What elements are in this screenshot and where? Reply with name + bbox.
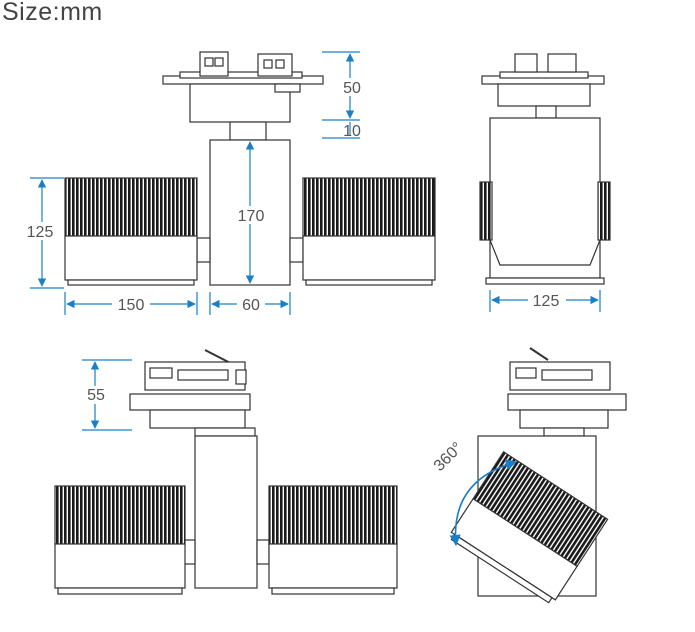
dim-lamp-width: 150 bbox=[118, 297, 145, 314]
size-unit-title: Size:mm bbox=[2, 0, 103, 26]
rotation-angle: 360° bbox=[431, 439, 466, 474]
track-adapter bbox=[162, 51, 324, 141]
rotation-adapter bbox=[507, 347, 627, 437]
dim-body-height: 170 bbox=[238, 208, 265, 225]
side-track-adapter bbox=[481, 53, 605, 119]
rotation-arrow bbox=[449, 459, 518, 547]
dim-adapter-height: 10 bbox=[343, 123, 361, 140]
dim-adapter-depth: 55 bbox=[87, 387, 105, 404]
side-view bbox=[479, 53, 611, 285]
side-body bbox=[489, 117, 601, 279]
front-dimension-labels: 50 10 125 170 150 60 bbox=[22, 78, 364, 314]
rotation-view bbox=[450, 347, 627, 604]
dim-lamp-height: 125 bbox=[27, 224, 54, 241]
dim-body-width: 60 bbox=[242, 297, 260, 314]
front-right-lamp bbox=[302, 177, 436, 286]
adapter-with-clip bbox=[129, 349, 256, 437]
dim-driver-height: 50 bbox=[343, 80, 361, 97]
bottom-right-lamp bbox=[268, 485, 398, 595]
front-left-lamp bbox=[64, 177, 198, 286]
bottom-body bbox=[194, 435, 258, 589]
bottom-front-view bbox=[54, 349, 398, 595]
dim-side-width: 125 bbox=[533, 293, 560, 310]
bottom-left-lamp bbox=[54, 485, 186, 595]
